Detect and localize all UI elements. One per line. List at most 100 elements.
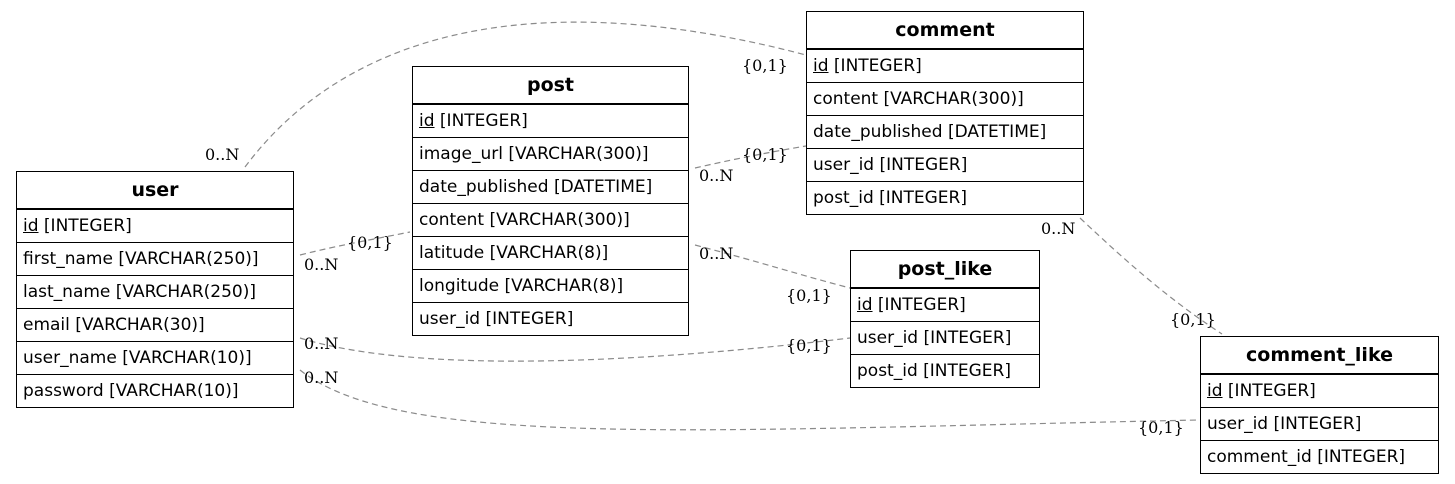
field-type: [INTEGER]: [879, 155, 968, 175]
field-row: user_id [INTEGER]: [807, 148, 1083, 181]
cardinality-user-comment-to: {0,1}: [742, 56, 788, 75]
field-type: [INTEGER]: [485, 309, 574, 329]
cardinality-user-postlike-to: {0,1}: [786, 336, 832, 355]
field-row: user_id [INTEGER]: [1201, 407, 1438, 440]
cardinality-user-postlike-from: 0..N: [304, 334, 339, 353]
field-type: [VARCHAR(250)]: [118, 249, 259, 269]
field-row: latitude [VARCHAR(8)]: [413, 236, 688, 269]
entity-comment: comment id [INTEGER] content [VARCHAR(30…: [806, 11, 1084, 215]
field-name: user_id: [419, 309, 481, 329]
cardinality-comment-commentlike-from: 0..N: [1041, 219, 1076, 238]
field-row: id [INTEGER]: [17, 209, 293, 242]
field-name: email: [23, 315, 70, 335]
entity-comment-like: comment_like id [INTEGER] user_id [INTEG…: [1200, 336, 1439, 474]
field-type: [INTEGER]: [923, 361, 1011, 381]
field-name: content: [419, 210, 485, 230]
field-name: user_id: [1207, 414, 1269, 434]
cardinality-user-post-to: {0,1}: [347, 233, 393, 252]
entity-title: post: [413, 67, 688, 104]
field-name: post_id: [857, 361, 918, 381]
edge-user-comment_like: [299, 369, 1201, 431]
cardinality-comment-commentlike-to: {0,1}: [1170, 310, 1216, 329]
cardinality-post-comment-from: 0..N: [699, 166, 734, 185]
primary-key-name: id: [1207, 381, 1223, 401]
field-row: id [INTEGER]: [413, 104, 688, 137]
field-row: image_url [VARCHAR(300)]: [413, 137, 688, 170]
edge-post-comment: [694, 145, 807, 169]
field-name: image_url: [419, 144, 503, 164]
field-type: [INTEGER]: [879, 188, 967, 208]
field-name: user_id: [813, 155, 875, 175]
field-row: user_id [INTEGER]: [413, 302, 688, 335]
field-row: post_id [INTEGER]: [851, 354, 1039, 387]
field-type: [VARCHAR(30)]: [75, 315, 205, 335]
field-name: latitude: [419, 243, 485, 263]
field-name: date_published: [419, 177, 549, 197]
edge-user-comment: [244, 21, 807, 168]
field-name: longitude: [419, 276, 500, 296]
field-type: [VARCHAR(8)]: [489, 243, 609, 263]
field-type: [INTEGER]: [43, 216, 132, 236]
edge-post-post_like: [694, 244, 851, 289]
field-row: user_name [VARCHAR(10)]: [17, 341, 293, 374]
field-type: [INTEGER]: [1317, 447, 1406, 467]
cardinality-post-postlike-to: {0,1}: [786, 286, 832, 305]
field-type: [VARCHAR(10)]: [109, 381, 239, 401]
entity-post-like: post_like id [INTEGER] user_id [INTEGER]…: [850, 250, 1040, 388]
field-type: [VARCHAR(300)]: [508, 144, 649, 164]
field-type: [INTEGER]: [439, 111, 528, 131]
field-name: last_name: [23, 282, 111, 302]
primary-key-name: id: [857, 295, 873, 315]
cardinality-user-commentlike-to: {0,1}: [1138, 418, 1184, 437]
field-row: last_name [VARCHAR(250)]: [17, 275, 293, 308]
field-name: user_name: [23, 348, 117, 368]
field-row: comment_id [INTEGER]: [1201, 440, 1438, 473]
field-row: first_name [VARCHAR(250)]: [17, 242, 293, 275]
field-row: content [VARCHAR(300)]: [807, 82, 1083, 115]
field-type: [VARCHAR(250)]: [115, 282, 256, 302]
entity-title: comment: [807, 12, 1083, 49]
field-type: [VARCHAR(8)]: [504, 276, 624, 296]
field-name: user_id: [857, 328, 919, 348]
field-row: id [INTEGER]: [1201, 374, 1438, 407]
field-type: [INTEGER]: [923, 328, 1012, 348]
field-type: [DATETIME]: [553, 177, 653, 197]
field-name: comment_id: [1207, 447, 1312, 467]
field-row: date_published [DATETIME]: [807, 115, 1083, 148]
field-type: [VARCHAR(300)]: [489, 210, 630, 230]
edge-comment-comment_like: [1079, 217, 1223, 335]
field-name: first_name: [23, 249, 113, 269]
primary-key-name: id: [419, 111, 435, 131]
field-row: id [INTEGER]: [851, 288, 1039, 321]
entity-title: user: [17, 172, 293, 209]
field-row: password [VARCHAR(10)]: [17, 374, 293, 407]
field-name: post_id: [813, 188, 874, 208]
field-type: [INTEGER]: [877, 295, 966, 315]
field-row: email [VARCHAR(30)]: [17, 308, 293, 341]
entity-user: user id [INTEGER] first_name [VARCHAR(25…: [16, 171, 294, 408]
field-name: date_published: [813, 122, 943, 142]
cardinality-user-commentlike-from: 0..N: [304, 368, 339, 387]
field-row: user_id [INTEGER]: [851, 321, 1039, 354]
field-type: [INTEGER]: [1227, 381, 1316, 401]
entity-title: post_like: [851, 251, 1039, 288]
field-type: [INTEGER]: [1273, 414, 1362, 434]
cardinality-user-comment-from: 0..N: [205, 145, 240, 164]
field-type: [VARCHAR(300)]: [883, 89, 1024, 109]
edge-user-post: [299, 231, 411, 256]
field-name: password: [23, 381, 104, 401]
edge-user-post_like: [299, 337, 851, 362]
field-row: content [VARCHAR(300)]: [413, 203, 688, 236]
field-row: post_id [INTEGER]: [807, 181, 1083, 214]
field-type: [DATETIME]: [947, 122, 1047, 142]
entity-post: post id [INTEGER] image_url [VARCHAR(300…: [412, 66, 689, 336]
cardinality-post-postlike-from: 0..N: [699, 244, 734, 263]
cardinality-post-comment-to: {0,1}: [742, 145, 788, 164]
field-row: id [INTEGER]: [807, 49, 1083, 82]
field-type: [INTEGER]: [833, 56, 922, 76]
field-name: content: [813, 89, 879, 109]
field-row: longitude [VARCHAR(8)]: [413, 269, 688, 302]
entity-title: comment_like: [1201, 337, 1438, 374]
field-type: [VARCHAR(10)]: [122, 348, 252, 368]
